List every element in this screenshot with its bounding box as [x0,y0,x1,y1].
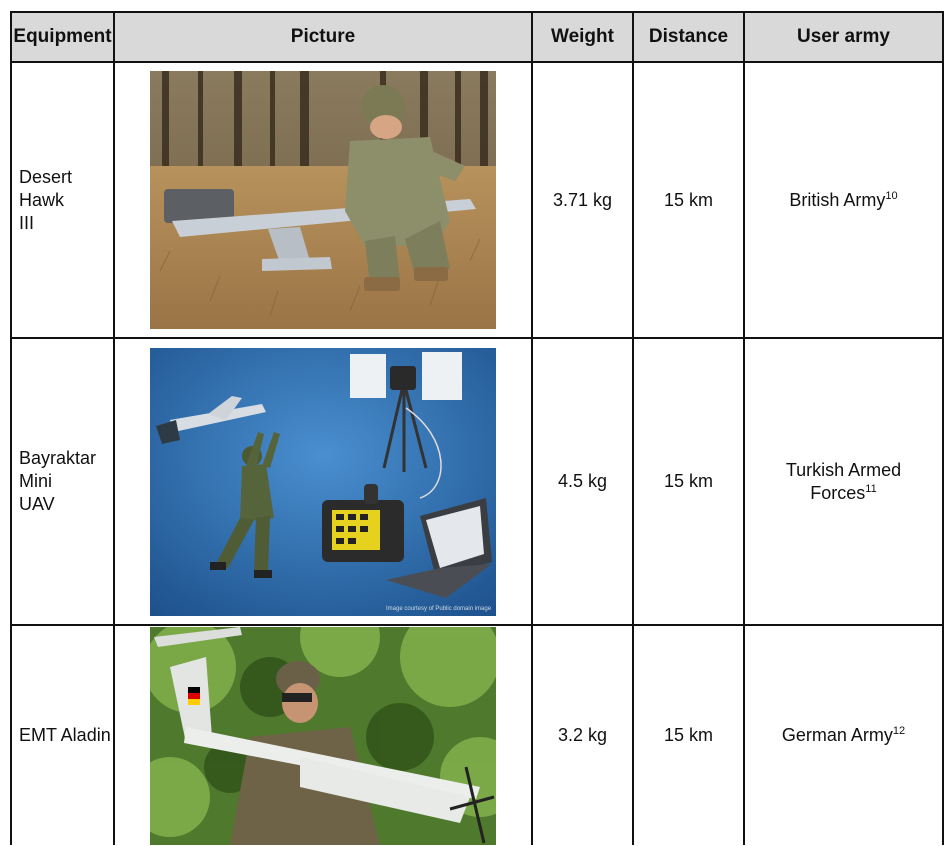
footnote-marker: 10 [885,189,898,202]
user-army-cell: German Army12 [743,624,944,845]
header-user-army: User army [743,11,944,63]
footnote-marker: 11 [865,482,877,495]
picture-cell: Image courtesy of Public domain image [113,337,533,626]
equipment-cell: Desert Hawk III [10,61,115,339]
picture-caption: Image courtesy of Public domain image [386,606,492,612]
header-distance: Distance [632,11,745,63]
user-army-text-line2: Forces [810,482,866,503]
user-army-text-line1: Turkish Armed [785,459,902,480]
user-army-cell: British Army10 [743,61,944,339]
header-picture: Picture [113,11,533,63]
user-army-text: German Army [781,725,893,745]
distance-cell: 15 km [632,624,745,845]
equipment-table: Equipment Picture Weight Distance User a… [10,11,944,845]
equipment-name-line1: EMT Aladin [19,725,111,745]
distance-cell: 15 km [632,337,745,626]
distance-cell: 15 km [632,61,745,339]
table-row: EMT Aladin [10,624,944,845]
equipment-name-line2: UAV [19,494,55,514]
weight-cell: 4.5 kg [531,337,634,626]
weight-cell: 3.2 kg [531,624,634,845]
equipment-name-line1: Bayraktar Mini [19,448,97,491]
table-row: Desert Hawk III [10,61,944,339]
table-header-row: Equipment Picture Weight Distance User a… [10,11,944,63]
table-row: Bayraktar Mini UAV [10,337,944,626]
picture-cell [113,624,533,845]
header-equipment: Equipment [10,11,115,63]
picture-cell [113,61,533,339]
desert-hawk-picture [150,71,496,329]
equipment-cell: EMT Aladin [10,624,115,845]
footnote-marker: 12 [892,725,906,737]
equipment-name-line2: III [19,212,35,233]
bayraktar-picture: Image courtesy of Public domain image [150,347,496,616]
equipment-name-line1: Desert Hawk [19,166,73,210]
weight-cell: 3.71 kg [531,61,634,339]
user-army-cell: Turkish Armed Forces11 [743,337,944,626]
aladin-picture [150,627,496,845]
equipment-cell: Bayraktar Mini UAV [10,337,115,626]
header-weight: Weight [531,11,634,63]
user-army-text: British Army [789,189,886,210]
